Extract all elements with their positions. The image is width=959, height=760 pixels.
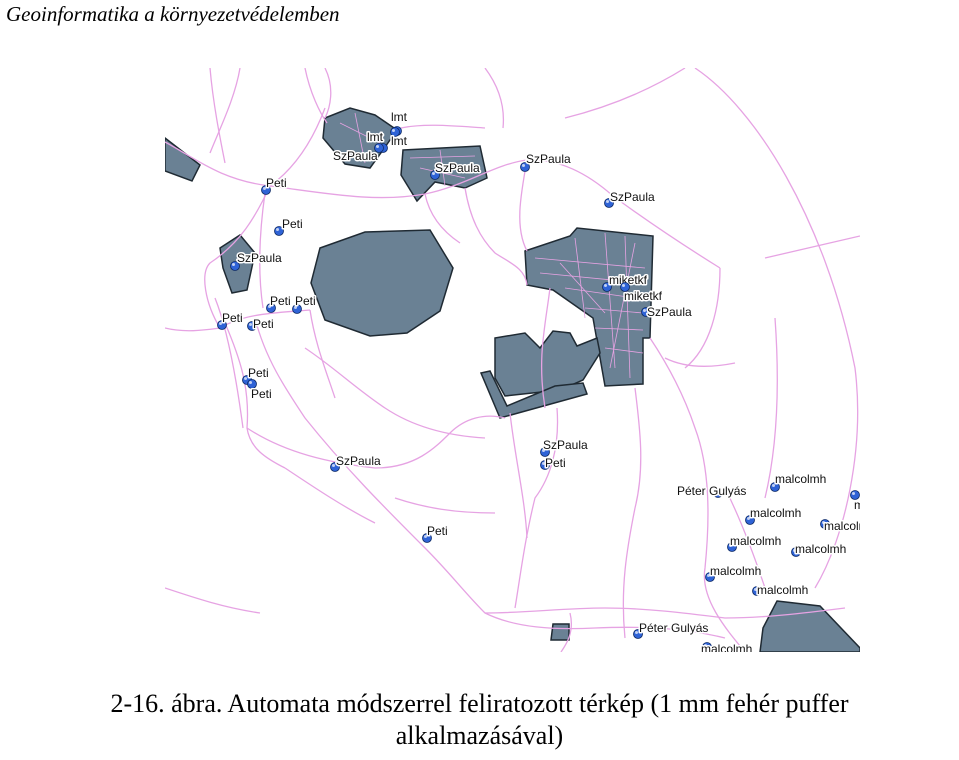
point-highlight <box>294 306 297 309</box>
map-label: Peti <box>270 294 291 308</box>
map-label: Peti <box>295 294 316 308</box>
point-highlight <box>276 228 279 231</box>
map-label: malcolmh <box>701 642 752 652</box>
map-label: malcolmh <box>750 506 801 520</box>
point-highlight <box>635 631 638 634</box>
map-label: Peti <box>253 317 274 331</box>
point-highlight <box>232 263 235 266</box>
polygon-se <box>759 600 860 652</box>
figure-caption-line1: 2-16. ábra. Automata módszerrel felirato… <box>110 689 849 718</box>
figure-caption-line2: alkalmazásával) <box>395 721 564 750</box>
point-highlight <box>268 305 271 308</box>
polygon-lake-large <box>310 229 454 337</box>
map-label: malcolmh <box>795 542 846 556</box>
point-highlight <box>249 323 252 326</box>
map-label: malcolmh <box>757 583 808 597</box>
map-label: Peti <box>545 456 566 470</box>
page-header-title: Geoinformatika a környezetvédelemben <box>6 2 340 26</box>
point-highlight <box>852 492 855 495</box>
point-highlight <box>729 544 732 547</box>
polygon-strip-center <box>479 370 588 419</box>
point-highlight <box>606 200 609 203</box>
point-highlight <box>604 284 607 287</box>
map-label: SzPaula <box>647 305 692 319</box>
point-highlight <box>622 284 625 287</box>
point-highlight <box>707 574 710 577</box>
map-label: Peti <box>248 366 269 380</box>
map-label: SzPaula <box>435 161 480 175</box>
map-label: Peti <box>282 217 303 231</box>
point-highlight <box>542 462 545 465</box>
polygon-lake-center <box>494 330 601 397</box>
point-highlight <box>424 535 427 538</box>
map-label: Peti <box>427 524 448 538</box>
point-highlight <box>542 449 545 452</box>
map-label: miketkf <box>609 273 648 287</box>
point-highlight <box>432 172 435 175</box>
urban-street-grid <box>339 112 646 379</box>
map-label: lmt <box>391 110 408 124</box>
point-highlight <box>643 309 646 312</box>
polygon-south-small <box>550 623 570 641</box>
map-label: SzPaula <box>237 251 282 265</box>
polygon-layer <box>165 107 860 652</box>
point-highlight <box>754 588 757 591</box>
point-highlight <box>822 521 825 524</box>
point-highlight <box>249 381 252 384</box>
map-label: lmt <box>367 130 384 144</box>
map-label: mal <box>854 498 860 512</box>
point-highlight <box>392 129 395 132</box>
point-highlight <box>793 549 796 552</box>
point-highlight <box>715 490 718 493</box>
point-highlight <box>376 145 379 148</box>
map-label: malcolmh <box>730 534 781 548</box>
map-label: Peti <box>251 387 272 401</box>
map-label: SzPaula <box>526 152 571 166</box>
point-highlight <box>704 644 707 647</box>
map-label: Péter Gulyás <box>639 621 708 635</box>
map-label: malcolmh <box>710 564 761 578</box>
point-highlight <box>244 377 247 380</box>
point-highlight <box>747 517 750 520</box>
map-label: Peti <box>266 176 287 190</box>
point-highlight <box>772 484 775 487</box>
point-highlight <box>522 164 525 167</box>
figure-caption: 2-16. ábra. Automata módszerrel felirato… <box>0 688 959 752</box>
point-highlight <box>263 187 266 190</box>
map-label: miketkf <box>624 289 663 303</box>
map-label: SzPaula <box>543 438 588 452</box>
map-label: SzPaula <box>333 149 378 163</box>
map-label: Peti <box>222 311 243 325</box>
map-label: Péter Gulyás <box>677 484 746 498</box>
map-label: lmt <box>391 134 408 148</box>
point-highlight <box>332 464 335 467</box>
map-label: malcolm <box>824 519 860 533</box>
map-label: SzPaula <box>336 454 381 468</box>
point-highlight <box>219 322 222 325</box>
polygon-urban-east <box>524 227 654 387</box>
map-label: malcolmh <box>775 472 826 486</box>
map-label: SzPaula <box>610 190 655 204</box>
